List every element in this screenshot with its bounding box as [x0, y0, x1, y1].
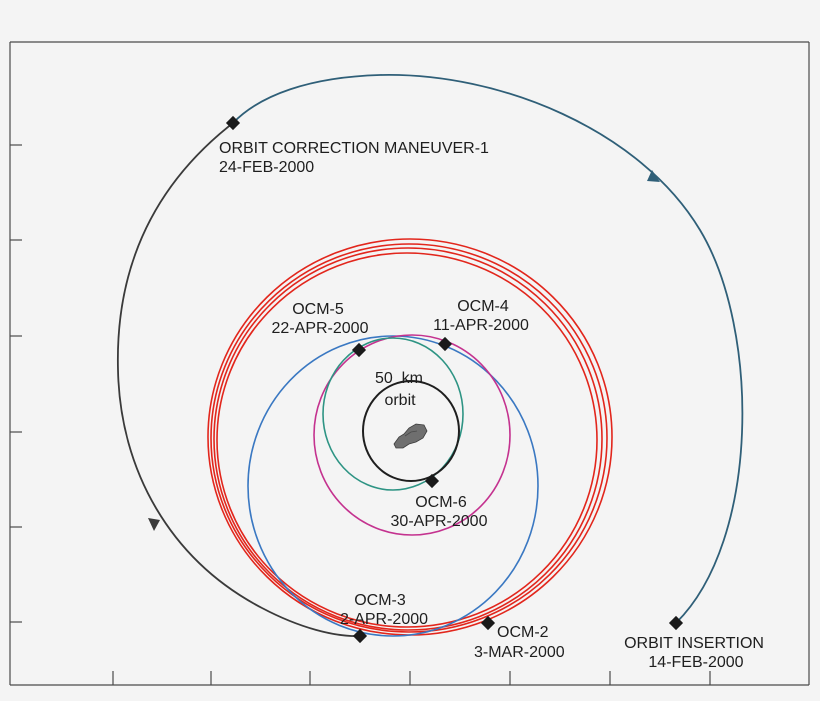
insertion-diamond-icon: [668, 615, 684, 631]
ocm1-name-label: ORBIT CORRECTION MANEUVER-1: [219, 140, 489, 157]
ocm5-name-label: OCM-5: [292, 301, 344, 318]
ocm6-date-label: 30-APR-2000: [391, 513, 488, 530]
ocm1-date-label: 24-FEB-2000: [219, 159, 314, 176]
insertion-date-label: 14-FEB-2000: [648, 654, 743, 671]
insertion-name-label: ORBIT INSERTION: [624, 635, 764, 652]
bottom-axis-ticks: [112, 671, 711, 685]
ocm5-date-label: 22-APR-2000: [272, 320, 369, 337]
ocm2-diamond-icon: [480, 615, 496, 631]
ocm5-diamond-icon: [351, 342, 367, 358]
ocm2-date-label: 3-MAR-2000: [474, 644, 565, 661]
ocm3-date-label: 2-APR-2000: [340, 611, 428, 628]
direction-arrow-icon: [148, 518, 160, 531]
left-axis-ticks: [10, 144, 22, 623]
ocm6-diamond-icon: [424, 473, 440, 489]
asteroid-icon: [393, 423, 428, 449]
ocm4-date-label: 11-APR-2000: [433, 317, 529, 334]
maneuver-markers: [225, 115, 684, 644]
orbit-label: orbit: [384, 392, 416, 409]
teal-orbit: [322, 337, 464, 491]
direction-arrow-icon: [647, 170, 660, 182]
red-orbit-3: [213, 247, 603, 631]
red-orbit-4: [216, 252, 598, 628]
transfer-arc: [117, 122, 361, 637]
ocm4-name-label: OCM-4: [457, 298, 509, 315]
approach-arc: [232, 74, 744, 624]
ocm4-diamond-icon: [437, 336, 453, 352]
fifty-km-label: 50 km: [375, 370, 423, 387]
blue-orbit: [247, 335, 539, 637]
ocm3-name-label: OCM-3: [354, 592, 406, 609]
fifty-km-orbit: [362, 380, 460, 482]
ocm2-name-label: OCM-2: [497, 624, 549, 641]
ocm6-name-label: OCM-6: [415, 494, 467, 511]
magenta-orbit: [313, 334, 511, 536]
red-orbit-2: [210, 243, 608, 633]
ocm3-diamond-icon: [352, 628, 368, 644]
